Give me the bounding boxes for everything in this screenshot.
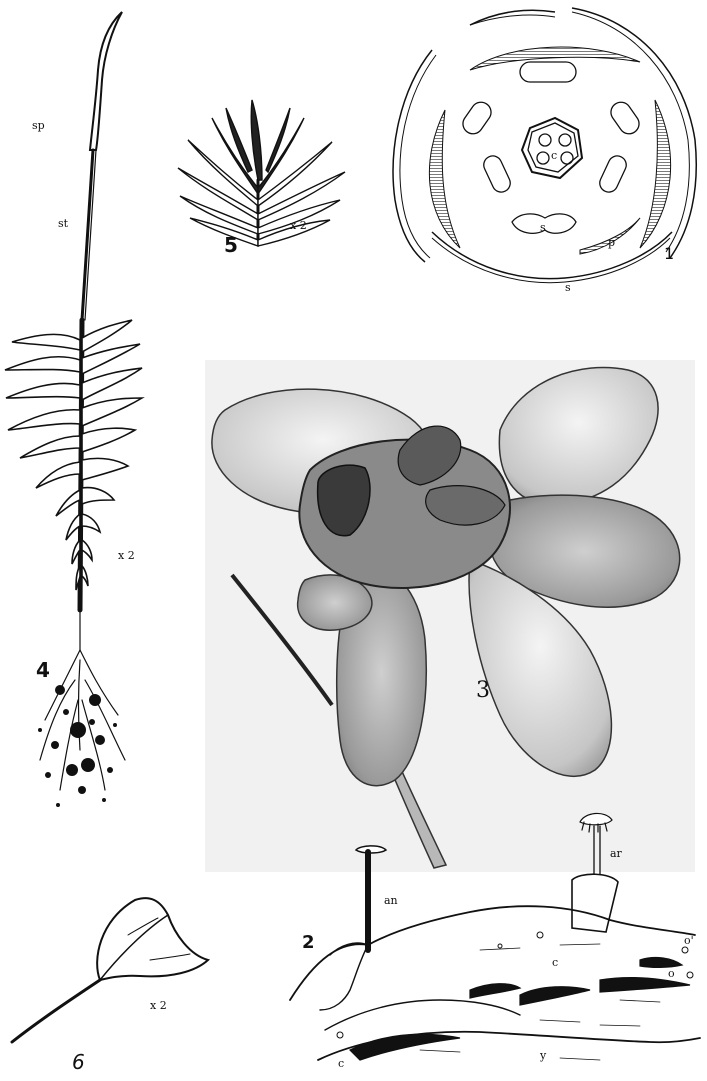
figure-3-flower [205,360,695,872]
label-c: c [551,150,557,161]
figure-number-2: 2 [302,934,315,952]
figure-5-shoot-tip [178,100,345,246]
figure-number-1: 1 [664,246,674,262]
label-an: an [384,895,398,906]
petal-left [429,110,460,248]
label-o-prime: o' [684,935,694,946]
label-y: y [540,1050,546,1061]
figure-1-floral-diagram [393,8,696,283]
thallus-chambers [350,958,690,1060]
label-c-upper: c [552,957,558,968]
label-s-inner: s [540,222,546,233]
leaf-blade [97,898,208,980]
sporangium-capsule [90,12,122,150]
label-sp: sp [32,120,45,131]
sepal-left [393,50,432,262]
figure-4-moss-plant [5,12,142,807]
figure-number-4: 4 [36,660,50,680]
antheridiophore-cap [356,846,386,853]
figure-number-6: 6 [72,1052,85,1072]
label-fig4-scale: x 2 [118,550,135,561]
label-fig6-scale: x 2 [150,1000,167,1011]
leaf-petiole [12,980,100,1042]
petal-right [640,100,671,248]
figure-number-3: 3 [476,680,490,702]
label-ar: ar [610,848,622,859]
label-c-lower: c [338,1058,344,1069]
seta-stalk [82,150,93,320]
thallus-texture [420,944,660,1060]
sepal-bottom [432,232,672,279]
label-fig5-scale: x 2 [290,220,307,231]
thallus-left-lobe [320,943,368,1010]
label-s-outer: s [565,282,571,293]
label-st: st [58,218,68,229]
sepal-top [470,10,555,25]
ovary [522,118,582,178]
figure-6-leaf [12,898,208,1042]
thallus-lower-lobe [325,1000,520,1030]
leafy-shoot [5,320,142,610]
thallus-upright-branch [572,874,618,932]
figure-number-5: 5 [224,235,238,255]
label-p: p [608,237,615,248]
label-o: o [668,968,675,979]
